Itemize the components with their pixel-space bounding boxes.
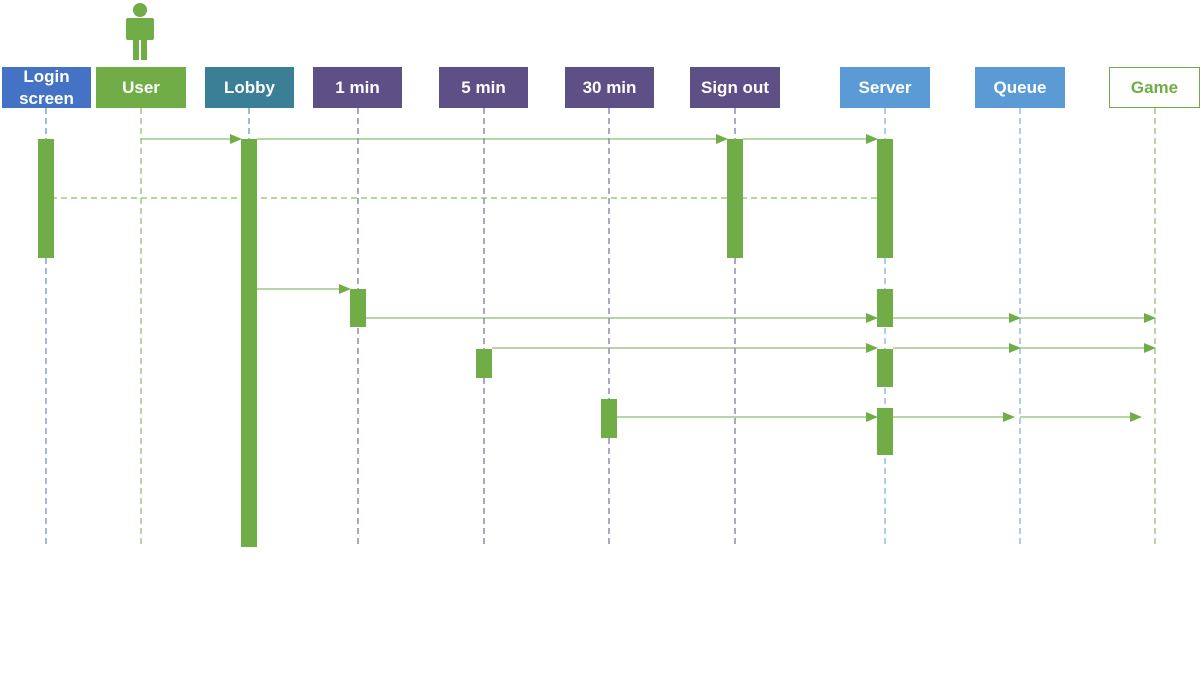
participant-login: Login screen [2,67,91,108]
participant-lobby: Lobby [205,67,294,108]
activation-bar-server [877,289,893,327]
activation-bar-five-min [476,349,492,378]
activation-bar-lobby [241,139,257,547]
participant-sign-out: Sign out [690,67,780,108]
activation-bar-server [877,349,893,387]
participant-queue: Queue [975,67,1065,108]
participant-user: User [96,67,186,108]
participant-one-min: 1 min [313,67,402,108]
activation-bar-server [877,139,893,258]
activation-bar-thirty-min [601,399,617,438]
activation-bar-one-min [350,289,366,327]
participant-server: Server [840,67,930,108]
participant-game: Game [1109,67,1200,108]
participant-thirty-min: 30 min [565,67,654,108]
participant-five-min: 5 min [439,67,528,108]
activation-bar-server [877,408,893,455]
activation-bar-login [38,139,54,258]
user-actor-icon [126,3,154,60]
